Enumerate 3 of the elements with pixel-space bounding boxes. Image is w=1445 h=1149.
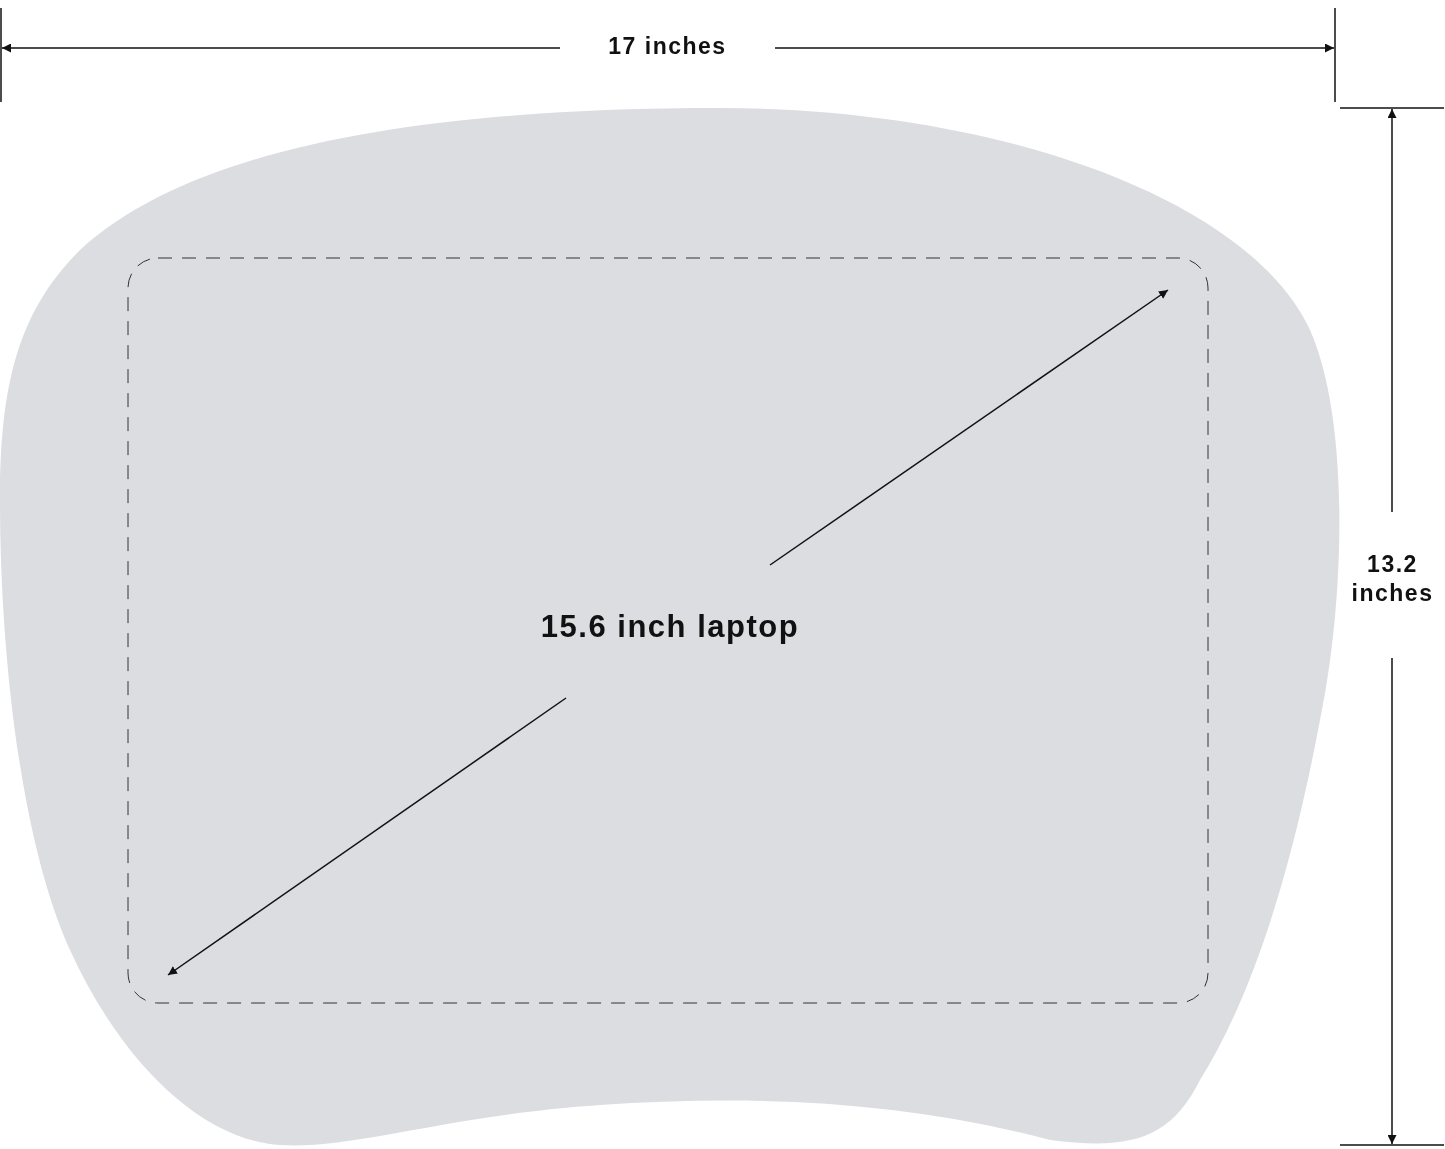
dimension-label: 15.6 inch laptop bbox=[539, 608, 801, 646]
dimension-label: 13.2 inches bbox=[1350, 550, 1435, 608]
dimension-label: 17 inches bbox=[607, 32, 728, 61]
